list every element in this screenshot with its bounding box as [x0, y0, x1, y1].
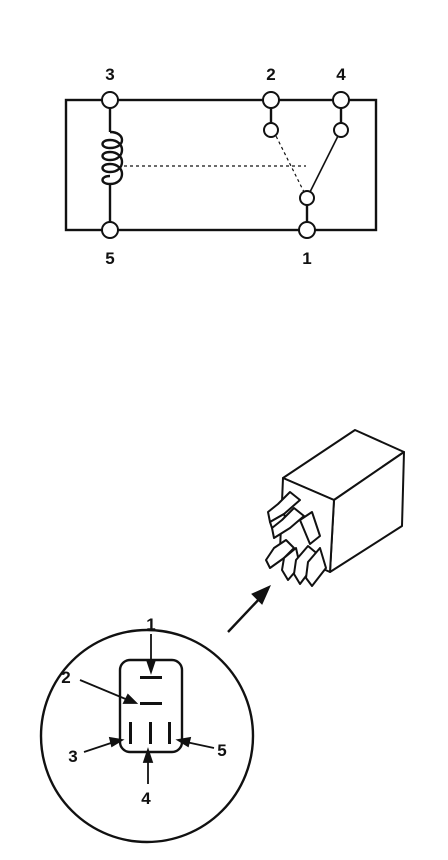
coil-winding	[101, 100, 124, 230]
pin-label-4: 4	[141, 789, 151, 808]
leader-2	[79, 679, 129, 701]
terminal-4	[332, 91, 350, 109]
contact-1	[299, 190, 315, 206]
terminal-label-1: 1	[302, 249, 311, 268]
schematic-frame	[64, 98, 378, 232]
terminal-3	[101, 91, 119, 109]
terminal-label-5: 5	[105, 249, 114, 268]
switch-blade-alt	[275, 135, 308, 199]
pin-label-5: 5	[217, 741, 226, 760]
relay-pins	[265, 491, 327, 587]
pin-label-1: 1	[146, 615, 155, 634]
pin-slot-2	[140, 702, 162, 705]
pin-slot-4	[149, 722, 152, 744]
switch-blade	[306, 135, 339, 199]
terminal-label-2: 2	[266, 65, 275, 84]
switch-contacts	[269, 100, 343, 230]
leader-5	[185, 741, 215, 749]
relay-body	[265, 429, 405, 587]
zoom-arrow	[227, 585, 271, 633]
pin-slot-5	[168, 722, 171, 744]
leader-3	[83, 741, 115, 753]
terminal-5	[101, 221, 119, 239]
contact-2	[263, 122, 279, 138]
terminal-2	[262, 91, 280, 109]
connector-zoom-view: 1 2 3 4 5	[39, 615, 255, 844]
contact-4	[333, 122, 349, 138]
pin-label-3: 3	[68, 747, 77, 766]
pin-label-2: 2	[61, 668, 70, 687]
terminal-label-3: 3	[105, 65, 114, 84]
relay-schematic: 3 2 4 5 1	[64, 65, 378, 268]
terminal-1	[298, 221, 316, 239]
terminal-label-4: 4	[336, 65, 346, 84]
pin-slot-1	[140, 676, 162, 679]
pin-slot-3	[129, 722, 132, 744]
